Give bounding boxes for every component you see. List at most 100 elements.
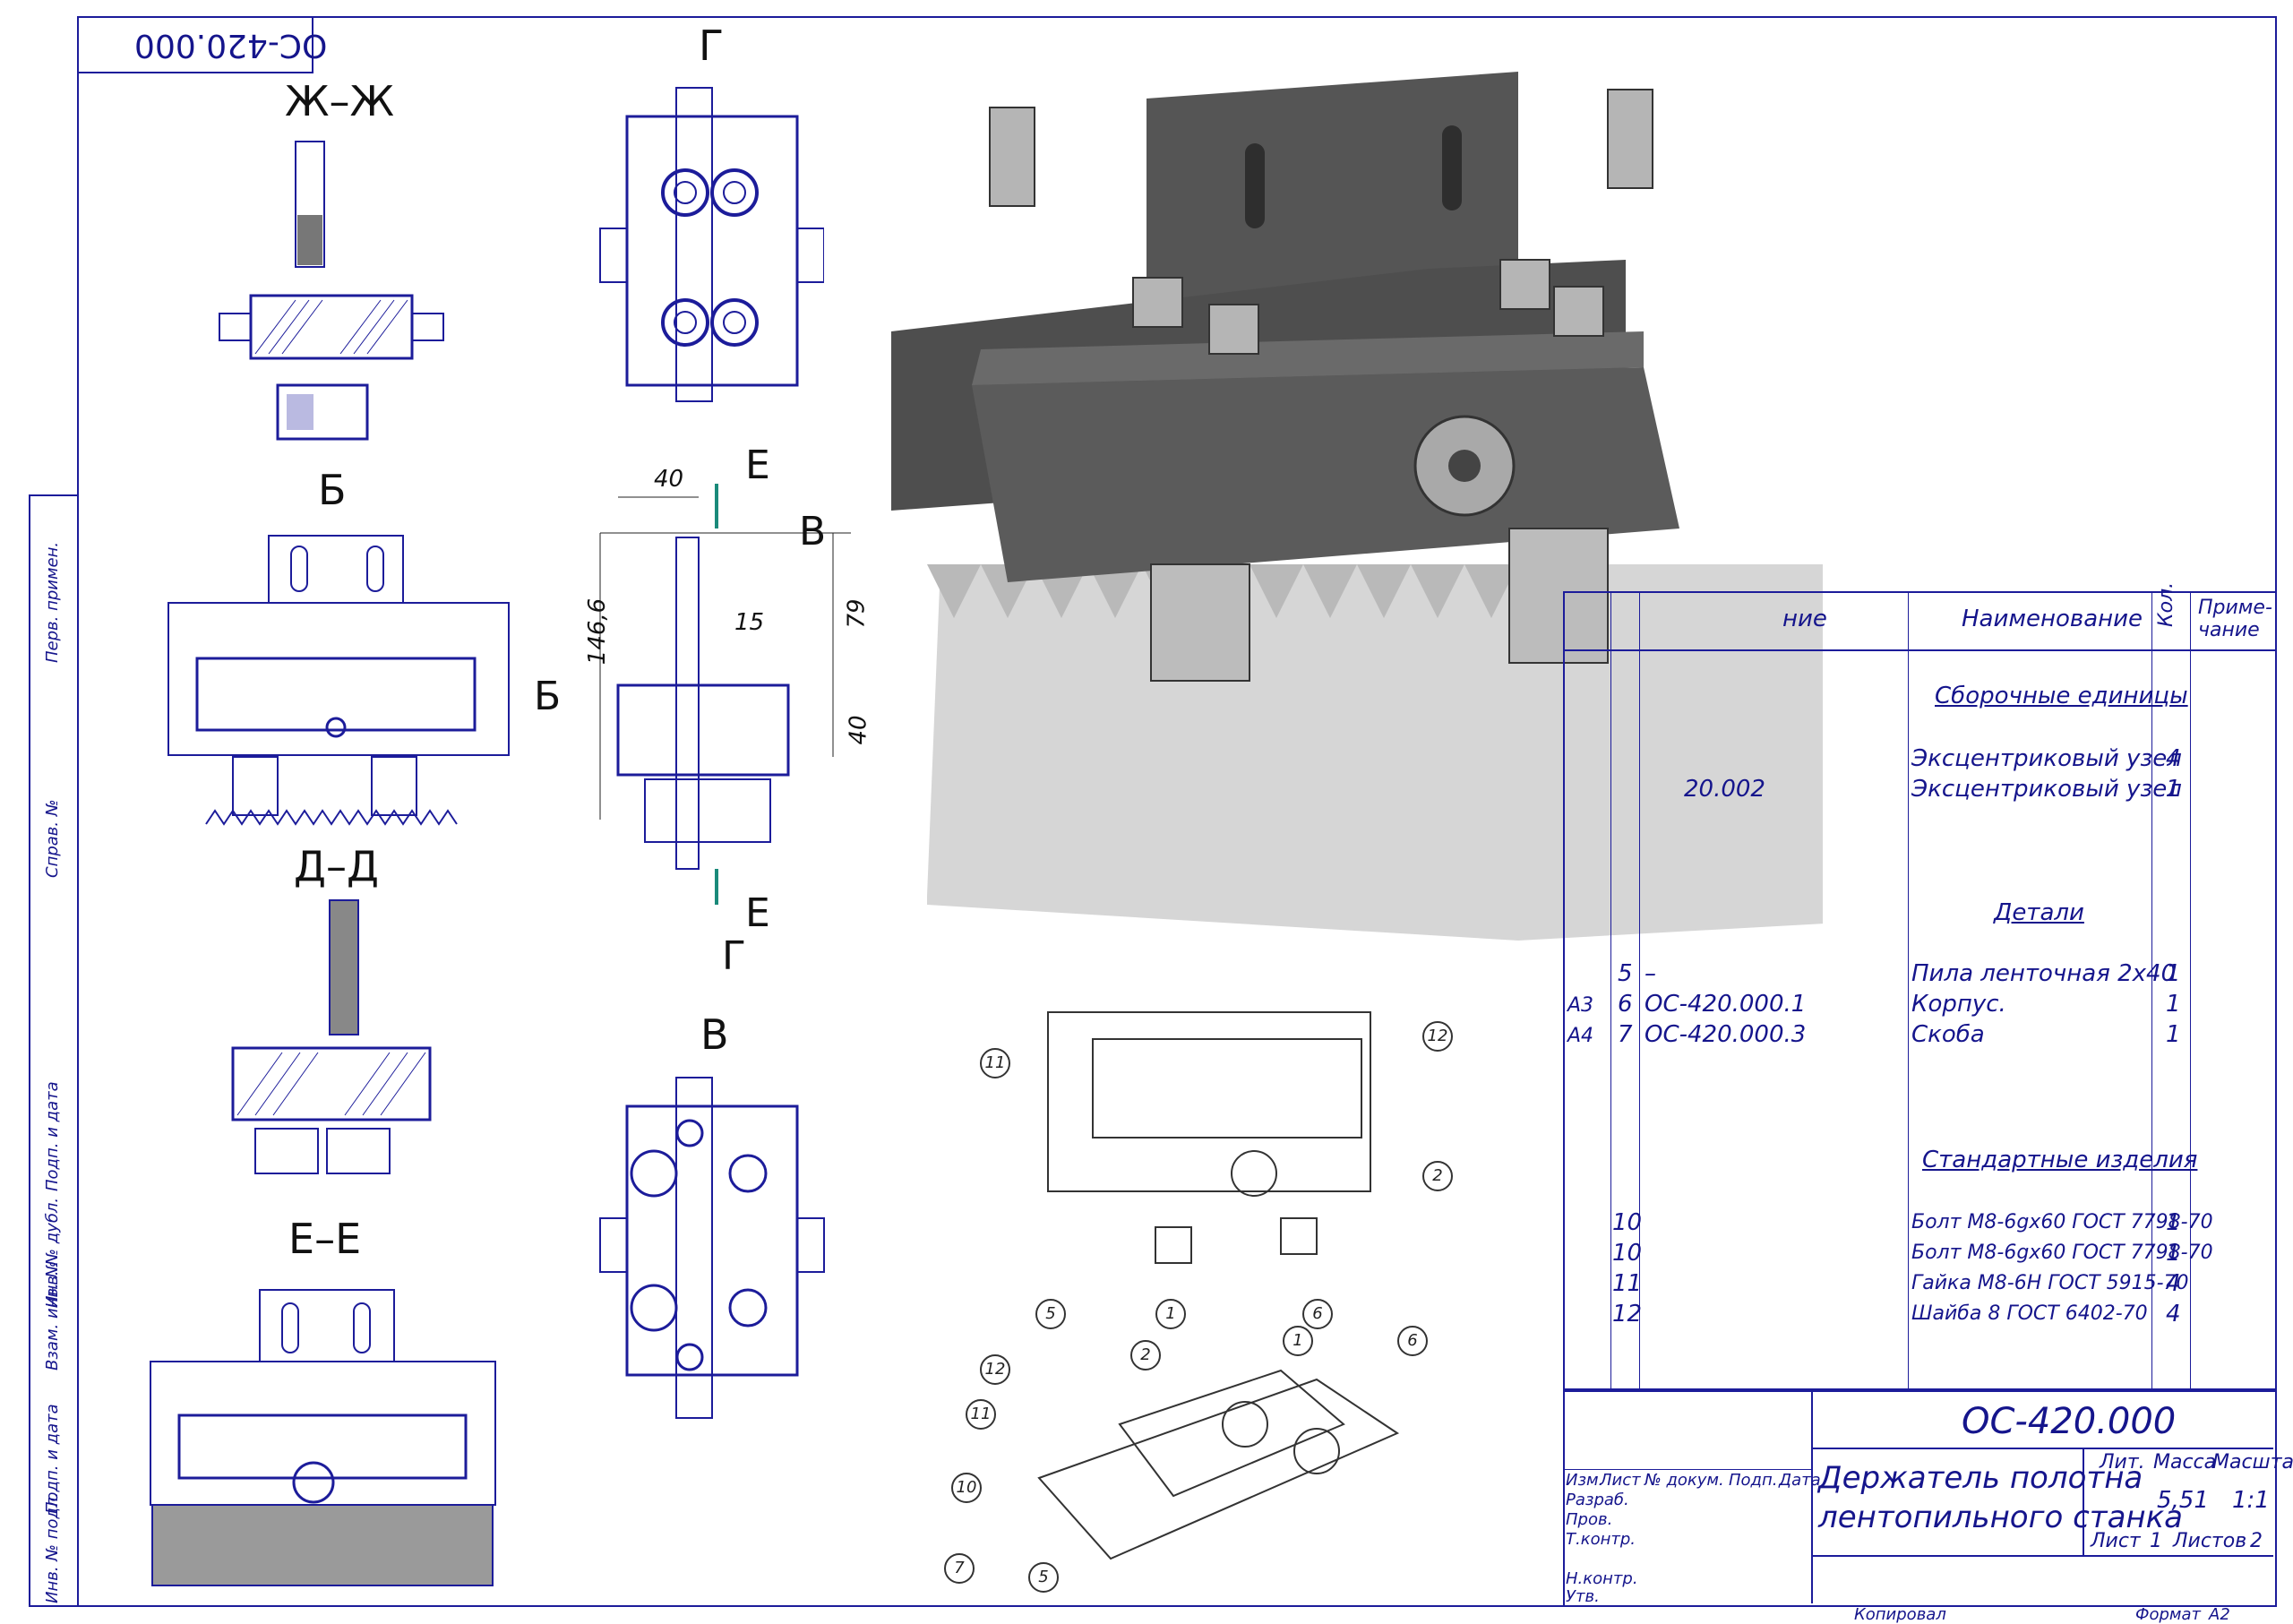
view-b bbox=[167, 535, 510, 826]
section-e-view bbox=[150, 1289, 496, 1586]
callout-2b: 2 bbox=[1130, 1340, 1161, 1371]
spec-r1-desig-1: 20.002 bbox=[1684, 776, 1765, 803]
title-block bbox=[1563, 1388, 2277, 1607]
side-label-0: Перв. примен. bbox=[43, 541, 62, 663]
spec-r3-name-0: Болт М8-6gх60 ГОСТ 7798-70 bbox=[1911, 1211, 2213, 1233]
stamp-prov: Пров. bbox=[1566, 1510, 1613, 1529]
view-label-v: В bbox=[700, 1010, 729, 1059]
spec-section-2: Детали bbox=[1994, 899, 2084, 926]
doc-code-top: ОС-420.000 bbox=[134, 27, 328, 64]
stamp-tkontr: Т.контр. bbox=[1566, 1530, 1636, 1549]
callout-6b: 6 bbox=[1397, 1326, 1428, 1356]
side-label-4: Взам. инв. № bbox=[43, 1260, 62, 1371]
callout-12b: 12 bbox=[980, 1354, 1010, 1385]
stamp-lit: Лит. bbox=[2100, 1451, 2145, 1474]
view-label-e: Е–Е bbox=[288, 1215, 362, 1263]
spec-r3-name-1: Болт М8-6gх60 ГОСТ 7798-70 bbox=[1911, 1242, 2213, 1264]
stamp-list: Лист bbox=[2091, 1530, 2141, 1552]
spec-r3-qty-3: 4 bbox=[2166, 1301, 2181, 1328]
callout-11b: 11 bbox=[966, 1399, 996, 1430]
stamp-kopiroval: Копировал bbox=[1854, 1605, 1946, 1624]
spec-section-1: Сборочные единицы bbox=[1935, 683, 2188, 709]
dim-40: 40 bbox=[654, 466, 684, 493]
arrow-g: Г bbox=[722, 933, 746, 979]
side-label-1: Справ. № bbox=[43, 799, 62, 878]
spec-r3-pos-3: 12 bbox=[1612, 1301, 1643, 1328]
stamp-mass-val: 5,51 bbox=[2157, 1487, 2209, 1514]
view-label-d: Д–Д bbox=[294, 842, 379, 890]
arrow-v: В bbox=[799, 509, 827, 554]
spec-r3-pos-0: 10 bbox=[1612, 1209, 1643, 1236]
spec-r2-name-1: Корпус. bbox=[1911, 991, 2006, 1018]
spec-r2-qty-2: 1 bbox=[2166, 1021, 2181, 1048]
view-label-g: Г bbox=[699, 21, 725, 70]
stamp-utv: Утв. bbox=[1566, 1587, 1600, 1606]
section-zh-view bbox=[219, 141, 444, 441]
stamp-ndokum: № докум. bbox=[1645, 1471, 1724, 1490]
stamp-title-l1: Держатель полотна bbox=[1818, 1460, 2143, 1496]
stamp-izm: Изм. bbox=[1566, 1471, 1604, 1490]
spec-r3-name-2: Гайка М8-6Н ГОСТ 5915-70 bbox=[1911, 1272, 2189, 1294]
spec-col-naimen: Наименование bbox=[1962, 606, 2143, 632]
doc-code-box bbox=[77, 16, 313, 73]
spec-r3-qty-0: 1 bbox=[2166, 1209, 2181, 1236]
spec-r2-desig-2: ОС-420.000.3 bbox=[1645, 1021, 1807, 1048]
callout-5a: 5 bbox=[1035, 1299, 1066, 1329]
callout-10: 10 bbox=[951, 1473, 982, 1503]
spec-r2-pos-0: 5 bbox=[1618, 960, 1633, 987]
callout-5b: 5 bbox=[1028, 1562, 1059, 1593]
stamp-razrab: Разраб. bbox=[1566, 1491, 1629, 1509]
stamp-list-n: 1 bbox=[2150, 1530, 2162, 1552]
stamp-masshtab: Масштаб bbox=[2212, 1451, 2293, 1474]
spec-r2-name-2: Скоба bbox=[1911, 1021, 1985, 1048]
view-g bbox=[599, 87, 824, 402]
stamp-nkontr: Н.контр. bbox=[1566, 1569, 1638, 1588]
spec-r2-qty-1: 1 bbox=[2166, 991, 2181, 1018]
spec-col-kol: Кол. bbox=[2155, 581, 2177, 627]
view-v bbox=[599, 1077, 825, 1419]
side-label-6: Инв. № подл. bbox=[43, 1491, 62, 1603]
stamp-format: Формат bbox=[2135, 1605, 2202, 1624]
view-side-dimensioned bbox=[599, 484, 851, 905]
spec-r1-qty-1: 1 bbox=[2166, 776, 2181, 803]
spec-col-prim: Приме- чание bbox=[2198, 597, 2272, 641]
spec-r2-desig-0: – bbox=[1645, 960, 1656, 987]
spec-r1-qty-0: 4 bbox=[2166, 745, 2181, 772]
spec-r2-qty-0: 1 bbox=[2166, 960, 2181, 987]
spec-r2-pos-2: 7 bbox=[1618, 1021, 1633, 1048]
spec-r3-name-3: Шайба 8 ГОСТ 6402-70 bbox=[1911, 1302, 2148, 1325]
spec-r2-desig-1: ОС-420.000.1 bbox=[1645, 991, 1807, 1018]
spec-r3-pos-1: 10 bbox=[1612, 1240, 1643, 1267]
spec-table bbox=[1563, 591, 2277, 1392]
callout-2a: 2 bbox=[1422, 1161, 1453, 1191]
callout-1b: 1 bbox=[1283, 1326, 1313, 1356]
callout-1a: 1 bbox=[1155, 1299, 1186, 1329]
stamp-code: ОС-420.000 bbox=[1962, 1401, 2177, 1442]
arrow-e-bot: Е bbox=[745, 890, 770, 936]
arrow-b: Б bbox=[534, 674, 562, 719]
exploded-view-1 bbox=[1047, 1011, 1371, 1264]
stamp-podp: Подп. bbox=[1729, 1471, 1778, 1490]
spec-r2-name-0: Пила ленточная 2х40 bbox=[1911, 960, 2177, 987]
spec-r1-name-0: Эксцентриковый узел bbox=[1911, 745, 2182, 772]
stamp-listov: Листов bbox=[2173, 1530, 2247, 1552]
stamp-massa: Масса bbox=[2153, 1451, 2217, 1474]
stamp-format-val: А2 bbox=[2209, 1605, 2230, 1624]
stamp-list2: Лист bbox=[1600, 1471, 1641, 1490]
side-label-2: Подп. и дата bbox=[43, 1081, 62, 1191]
spec-col-name-frag: ние bbox=[1782, 606, 1827, 632]
stamp-listov-n: 2 bbox=[2250, 1530, 2263, 1552]
view-label-zh: Ж–Ж bbox=[285, 77, 395, 125]
spec-r2-fmt-2: А4 bbox=[1567, 1025, 1594, 1047]
side-stamp-column bbox=[29, 494, 79, 1607]
exploded-view-2 bbox=[1037, 1369, 1400, 1560]
spec-section-3: Стандартные изделия bbox=[1922, 1147, 2198, 1173]
stamp-data: Дата bbox=[1779, 1471, 1821, 1490]
arrow-e-top: Е bbox=[745, 443, 770, 488]
dim-15: 15 bbox=[734, 609, 765, 636]
callout-11a: 11 bbox=[980, 1048, 1010, 1078]
callout-7: 7 bbox=[944, 1553, 975, 1584]
stamp-title-l2: лентопильного станка bbox=[1818, 1499, 2184, 1535]
assembly-3d-render bbox=[891, 72, 1823, 941]
spec-r3-qty-2: 4 bbox=[2166, 1270, 2181, 1297]
